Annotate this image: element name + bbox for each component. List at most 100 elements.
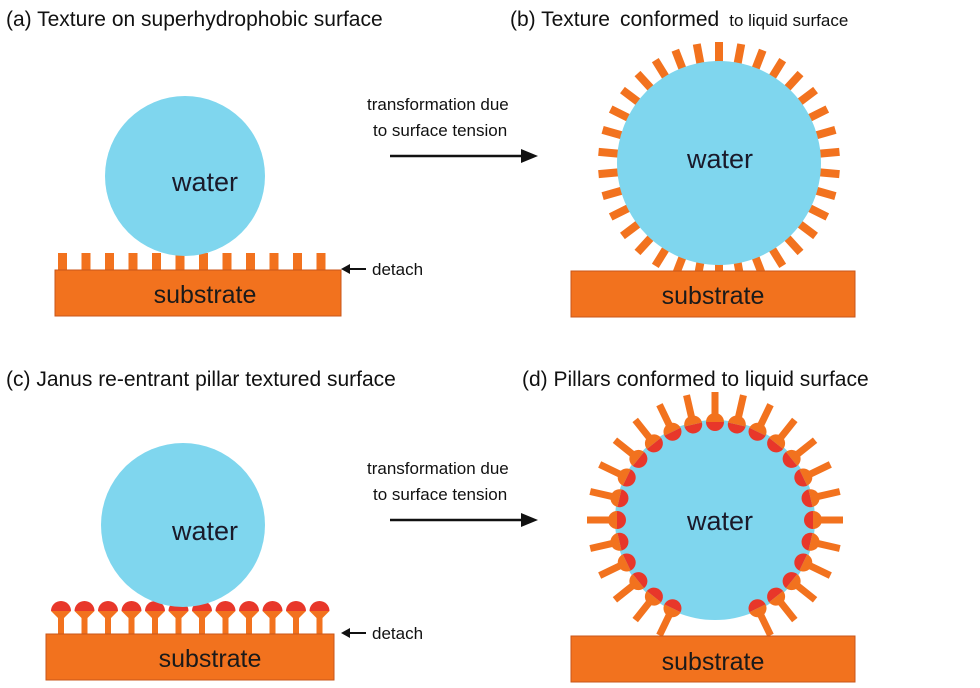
panel-a-pillar: [81, 253, 91, 271]
panel-a: water substrate detach: [54, 96, 423, 317]
panel-d-cap-red: [617, 532, 629, 551]
panel-d-cap-orange: [728, 415, 746, 427]
panel-b-title: (b) Texture conformed to liquid surface: [510, 8, 848, 31]
panel-c-pillar-cap: [74, 601, 95, 611]
panel-c-detach-label: detach: [372, 624, 423, 643]
panel-b-pillar: [806, 105, 830, 123]
panel-d-water-droplet: [615, 420, 815, 620]
panel-d-pillar-cap: [782, 572, 801, 591]
panel-c-pillar-base: [168, 611, 189, 618]
panel-d-pillar-cap: [767, 587, 786, 606]
panel-d-pillar-cap: [644, 434, 663, 453]
panel-c-pillar-cap: [98, 601, 118, 611]
panel-c-pillar-stem: [105, 609, 111, 635]
panel-c-water-label: water: [171, 516, 238, 546]
panel-d-pillar-cap: [617, 553, 636, 572]
panel-d-cap-red: [646, 587, 663, 603]
panel-d-cap-red: [782, 451, 798, 468]
panel-c-pillar-base: [51, 611, 71, 618]
top-arrow-label-line1: transformation due: [367, 95, 509, 114]
panel-d-pillar-cap: [663, 422, 682, 441]
panel-d-pillar-cap: [610, 532, 629, 551]
panel-b-pillar: [598, 168, 620, 179]
panel-d-pillar-cap: [608, 511, 626, 529]
panel-d-cap-orange: [644, 434, 661, 449]
panel-d-substrate-label: substrate: [662, 648, 765, 676]
panel-c-pillar-stem: [81, 609, 88, 635]
panel-a-pillar: [58, 253, 67, 271]
panel-d-cap-orange: [610, 489, 622, 507]
panel-d-cap-red: [617, 511, 626, 529]
panel-d-cap-red: [794, 469, 808, 487]
panel-b-pillar: [768, 58, 787, 81]
bottom-transformation-arrow: transformation due to surface tension: [367, 459, 538, 527]
panel-b-pillar: [651, 245, 670, 268]
panel-b-substrate: [570, 270, 856, 318]
panel-c-water-droplet: [101, 443, 265, 607]
panel-d-water-label: water: [686, 506, 753, 536]
panel-d-pillar-cap: [629, 449, 648, 468]
panel-a-pillar: [246, 253, 255, 271]
panel-d-pillar-caps: [608, 413, 822, 618]
panel-d-cap-red: [684, 422, 703, 434]
panel-d-cap-red: [706, 422, 724, 431]
panel-d-cap-orange: [617, 554, 631, 572]
top-arrow-label-line2: to surface tension: [373, 121, 507, 140]
panel-d-pillar-cap: [767, 434, 786, 453]
panel-d-pillar-cap: [629, 572, 648, 591]
panel-d-pillar-cap: [610, 489, 629, 508]
panel-d-cap-red: [782, 572, 798, 589]
panel-d-cap-orange: [610, 533, 622, 551]
panel-b-pillar: [692, 43, 705, 66]
panel-d-cap-orange: [808, 533, 820, 551]
panel-b-water-label: water: [686, 144, 753, 174]
top-arrow-head: [521, 149, 538, 163]
panel-b-pillar: [598, 147, 620, 158]
panel-d-cap-orange: [799, 554, 813, 572]
panel-d-cap-red: [664, 599, 682, 613]
panel-b-title-lead: (b) Texture: [510, 8, 610, 31]
panel-d-cap-orange: [644, 591, 661, 606]
panel-c-pillar-stem: [175, 609, 182, 635]
panel-d-pillar-cap: [617, 468, 636, 487]
bottom-arrow-head: [521, 513, 538, 527]
panel-c-pillar-base: [309, 611, 330, 618]
panel-c-pillar-base: [262, 611, 283, 618]
panel-d-cap-orange: [769, 591, 786, 606]
panel-d-cap-orange: [663, 422, 681, 436]
panel-d-cap-orange: [769, 434, 786, 449]
panel-d-cap-red: [617, 489, 629, 508]
panel-b-pillar: [733, 43, 746, 66]
panel-d-cap-red: [622, 553, 636, 571]
panel-d-cap-orange: [799, 468, 813, 486]
panel-b-pillar: [814, 126, 837, 140]
panel-d-cap-orange: [786, 574, 801, 591]
panel-d-pillar-cap: [727, 415, 746, 434]
panel-d-cap-orange: [813, 511, 822, 529]
panel-c-pillar-stem: [152, 609, 158, 635]
panel-b-pillar: [608, 105, 632, 123]
panel-a-pillar: [199, 253, 208, 271]
panel-b-pillar: [620, 220, 642, 240]
panel-b-pillar: [620, 86, 642, 106]
panel-b-pillar: [783, 234, 804, 256]
panel-d-cap-red: [767, 437, 784, 453]
panel-d-cap-red: [767, 587, 784, 603]
panel-b-title-bold: conformed: [620, 8, 719, 31]
panel-b: water substrate: [570, 42, 856, 318]
panel-c-pillar-cap: [286, 601, 306, 611]
panel-a-water-label: water: [171, 167, 238, 197]
panel-c-pillar-stem: [199, 609, 205, 635]
panel-a-detach-arrowhead: [341, 264, 350, 274]
panel-d-cap-red: [622, 469, 636, 487]
panel-a-pillars: [58, 253, 326, 271]
panel-c-pillar-base: [239, 611, 259, 618]
panel-b-pillar: [671, 48, 687, 72]
panel-c-pillar-stem: [246, 609, 252, 635]
bottom-arrow-label-line2: to surface tension: [373, 485, 507, 504]
panel-b-substrate-label: substrate: [662, 282, 765, 310]
panel-b-pillar: [608, 203, 632, 221]
panel-d-cap-orange: [786, 449, 801, 466]
panel-d-cap-red: [801, 532, 813, 551]
